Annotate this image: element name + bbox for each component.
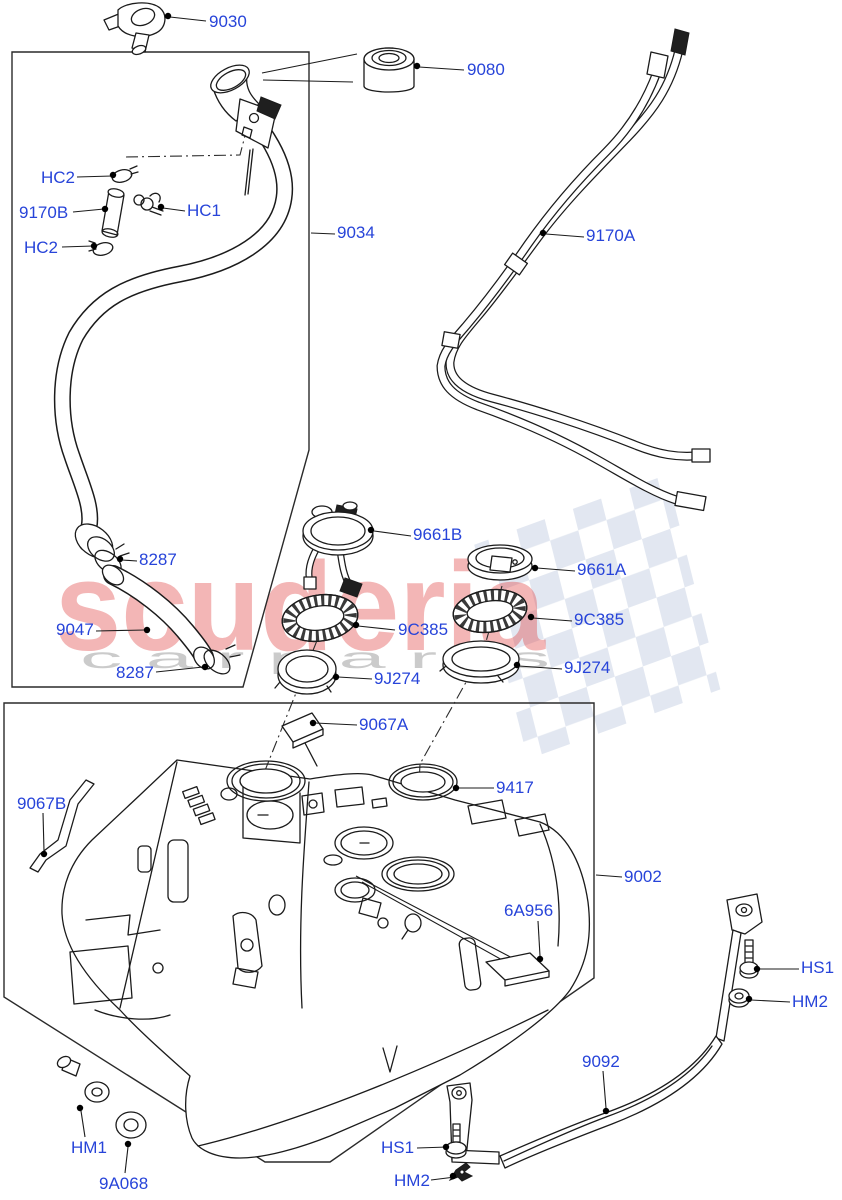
part-label-9661b[interactable]: 9661B	[413, 525, 463, 544]
part-label-9a068[interactable]: 9A068	[99, 1174, 149, 1193]
hose-clamp-lower-part	[88, 240, 114, 256]
assembly-centerlines	[125, 127, 503, 869]
locking-ring-right-part	[439, 640, 520, 684]
pad-lower-part	[355, 875, 550, 987]
part-label-9067b[interactable]: 9067B	[17, 794, 67, 813]
connector-hose-part	[101, 564, 215, 670]
locking-ring-left-part	[274, 649, 337, 695]
part-label-9c385-right[interactable]: 9C385	[574, 610, 625, 629]
tank-nut-part	[56, 1055, 110, 1103]
part-label-9080[interactable]: 9080	[467, 60, 505, 79]
part-label-hm1[interactable]: HM1	[71, 1138, 107, 1157]
part-label-9067a[interactable]: 9067A	[359, 715, 409, 734]
part-label-hs1-bottom[interactable]: HS1	[381, 1138, 415, 1157]
part-label-9170a[interactable]: 9170A	[586, 226, 636, 245]
seal-right-part	[452, 588, 528, 634]
strap-bolt-bottom-part	[445, 1123, 467, 1159]
filler-pipe-part	[53, 64, 294, 562]
part-label-9c385-left[interactable]: 9C385	[398, 620, 449, 639]
hose-clamp-upper-part	[111, 165, 139, 183]
part-label-hm2-bottom[interactable]: HM2	[394, 1171, 430, 1190]
tank-grommet-part	[115, 1111, 147, 1139]
part-label-9661a[interactable]: 9661A	[577, 560, 627, 579]
part-label-hm2-right[interactable]: HM2	[792, 992, 828, 1011]
part-label-9j274-left[interactable]: 9J274	[374, 669, 421, 688]
filler-grommet-part	[261, 47, 415, 93]
seal-left-part	[281, 593, 359, 643]
part-label-8287-lower[interactable]: 8287	[116, 663, 154, 682]
sender-cover-part	[467, 544, 533, 581]
breather-hose-part	[101, 188, 125, 238]
part-label-hc2-lower[interactable]: HC2	[24, 238, 59, 257]
part-label-9002[interactable]: 9002	[624, 867, 662, 886]
part-label-hc1[interactable]: HC1	[187, 201, 222, 220]
part-label-9030[interactable]: 9030	[209, 12, 247, 31]
leader-lines	[40, 12, 799, 1181]
spring-clamp-part	[133, 192, 164, 216]
vent-pipe-part	[436, 28, 711, 512]
strap-bolt-right-part	[739, 939, 759, 979]
breather-valve-part	[103, 2, 166, 56]
part-label-9j274-right[interactable]: 9J274	[564, 658, 611, 677]
fuel-pump-sender-part	[302, 501, 374, 598]
watermark-flag	[474, 474, 721, 760]
part-label-9417[interactable]: 9417	[496, 778, 534, 797]
pad-top-part	[281, 712, 324, 767]
part-label-9034[interactable]: 9034	[337, 223, 375, 242]
part-label-hs1-right[interactable]: HS1	[801, 958, 835, 977]
tank-ring-part	[388, 763, 458, 801]
part-label-6a956[interactable]: 6A956	[504, 901, 554, 920]
part-label-9170b[interactable]: 9170B	[19, 203, 69, 222]
part-label-9047[interactable]: 9047	[56, 620, 94, 639]
part-label-8287-upper[interactable]: 8287	[139, 550, 177, 569]
part-label-9092[interactable]: 9092	[582, 1052, 620, 1071]
part-label-hc2-upper[interactable]: HC2	[41, 168, 76, 187]
filler-pipe-box	[11, 51, 310, 688]
fuel-tank-part	[61, 759, 591, 1159]
fuel-tank-box	[3, 702, 595, 1163]
pad-side-part	[29, 779, 95, 873]
clamp-bottom-part	[203, 644, 241, 675]
tank-strap-part	[446, 893, 763, 1169]
